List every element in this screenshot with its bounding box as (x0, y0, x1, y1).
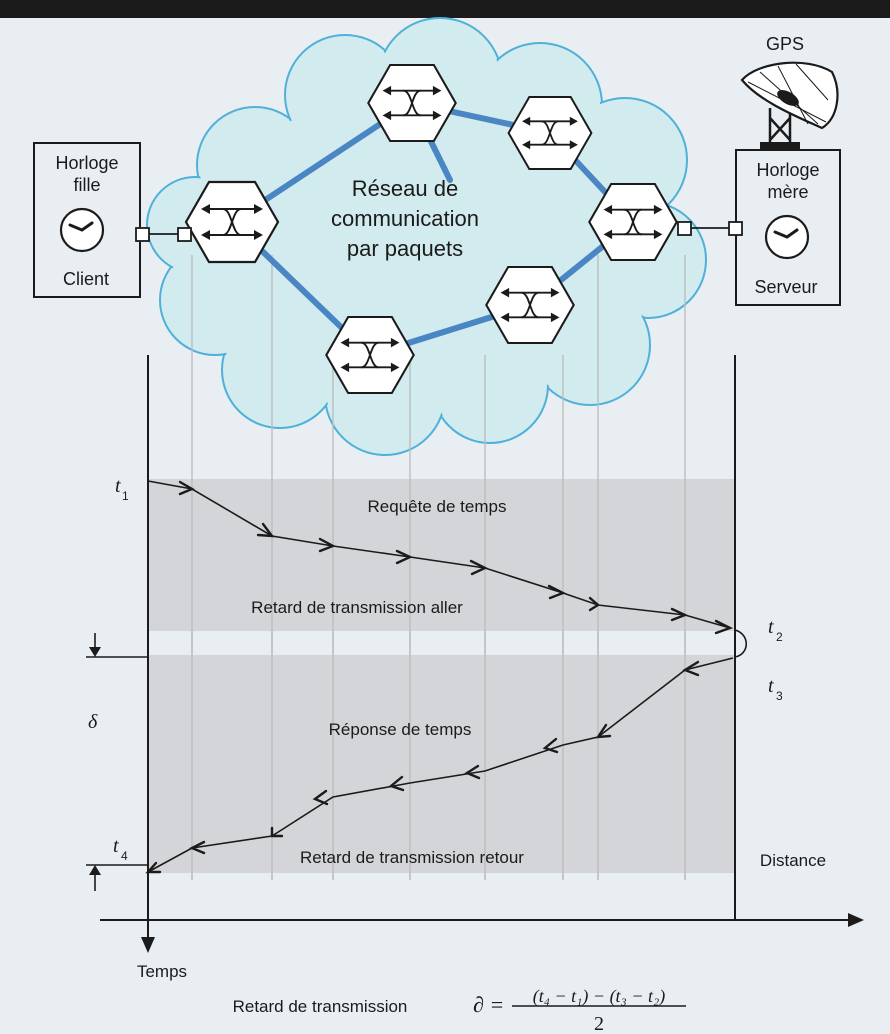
network-label-line1: Réseau de (352, 176, 458, 201)
formula-label: Retard de transmission (233, 997, 408, 1016)
return-delay-label: Retard de transmission retour (300, 848, 524, 867)
server-connector (677, 221, 743, 236)
clock-icon (764, 214, 810, 260)
distance-axis-label: Distance (760, 851, 826, 870)
formula-denominator: 2 (594, 1013, 604, 1034)
offset-marker (86, 633, 148, 891)
request-arrows (178, 480, 734, 635)
response-path (147, 657, 734, 873)
delta-label: δ (88, 711, 98, 733)
formula-lhs: ∂ = (473, 992, 504, 1017)
server-box: Horloge mère Serveur (735, 149, 841, 306)
client-clock-label-line2: fille (73, 175, 100, 195)
svg-text:4: 4 (121, 849, 128, 863)
satellite-dish-icon (740, 61, 839, 150)
server-label: Serveur (754, 277, 817, 297)
forward-delay-label: Retard de transmission aller (251, 598, 463, 617)
gps-label: GPS (766, 34, 804, 54)
t2-label: t 2 (768, 616, 783, 644)
network-label-line3: par paquets (347, 236, 463, 261)
client-connector (135, 227, 192, 242)
request-band (148, 479, 735, 631)
svg-text:t: t (115, 475, 121, 497)
response-arrows (145, 660, 700, 874)
server-turnaround (734, 629, 748, 658)
svg-text:t: t (113, 835, 119, 857)
band-guide-lines (191, 479, 686, 880)
request-label: Requête de temps (368, 497, 507, 516)
response-label: Réponse de temps (329, 720, 472, 739)
clock-icon (59, 207, 105, 253)
time-axis-label: Temps (137, 962, 187, 981)
svg-text:t: t (768, 675, 774, 697)
distance-axis (100, 913, 864, 927)
response-band (148, 655, 735, 873)
server-clock-label-line2: mère (767, 182, 808, 202)
svg-text:1: 1 (122, 489, 129, 503)
svg-text:3: 3 (776, 689, 783, 703)
formula-numerator: (t₄ − t₁) − (t₃ − t₂) (533, 986, 665, 1007)
server-clock-label-line1: Horloge (756, 160, 819, 180)
svg-text:2: 2 (776, 630, 783, 644)
client-box: Horloge fille Client (33, 142, 141, 298)
t1-label: t 1 (115, 475, 129, 503)
network-label-line2: communication (331, 206, 479, 231)
client-clock-label-line1: Horloge (55, 153, 118, 173)
request-path (147, 480, 731, 629)
client-label: Client (63, 269, 109, 289)
time-axis (141, 355, 155, 953)
t3-label: t 3 (768, 675, 783, 703)
t4-label: t 4 (113, 835, 128, 863)
top-bar (0, 0, 890, 18)
svg-text:t: t (768, 616, 774, 638)
